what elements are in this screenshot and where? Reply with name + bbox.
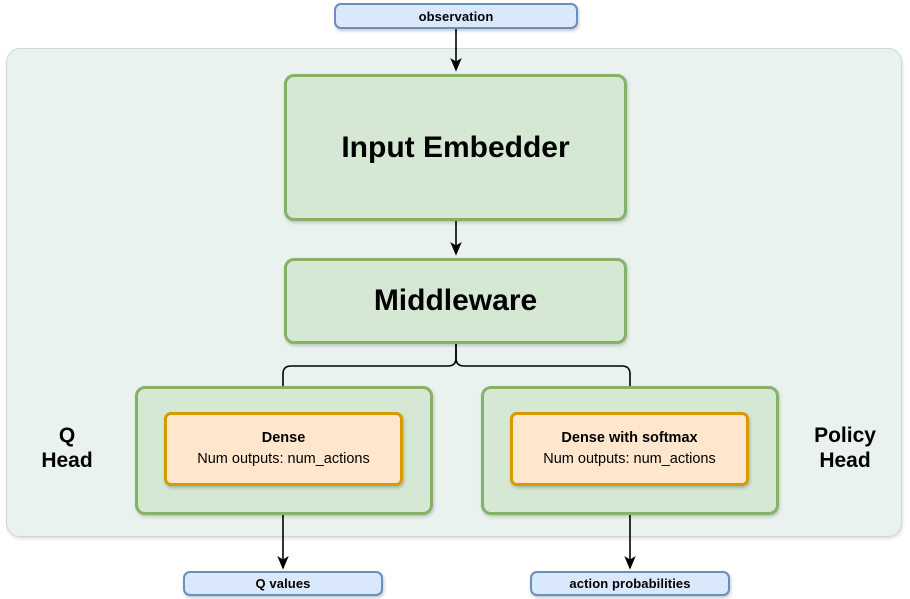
- policy-head-side-label-line2: Head: [819, 449, 871, 472]
- q-head-side-label-line2: Head: [41, 449, 93, 472]
- policy-head-side-label: Policy Head: [795, 413, 895, 485]
- node-policy-head-dense[interactable]: Dense with softmax Num outputs: num_acti…: [510, 412, 749, 486]
- node-action-probabilities-label: action probabilities: [569, 576, 691, 591]
- node-policy-head-dense-subtitle: Num outputs: num_actions: [543, 451, 716, 467]
- node-middleware[interactable]: Middleware: [284, 258, 627, 344]
- node-action-probabilities[interactable]: action probabilities: [530, 571, 730, 596]
- node-input-embedder-label: Input Embedder: [341, 130, 570, 164]
- node-q-head-dense-title: Dense: [261, 429, 306, 446]
- node-input-embedder[interactable]: Input Embedder: [284, 74, 627, 221]
- policy-head-side-label-line1: Policy: [814, 424, 876, 448]
- node-q-values-label: Q values: [255, 576, 311, 591]
- node-q-head-dense[interactable]: Dense Num outputs: num_actions: [164, 412, 403, 486]
- node-observation-label: observation: [418, 8, 494, 24]
- node-q-values[interactable]: Q values: [183, 571, 383, 596]
- node-observation[interactable]: observation: [334, 3, 578, 29]
- node-q-head-dense-subtitle: Num outputs: num_actions: [197, 451, 370, 467]
- node-policy-head-dense-title: Dense with softmax: [561, 429, 698, 446]
- q-head-side-label: Q Head: [18, 413, 116, 485]
- q-head-side-label-line1: Q: [58, 424, 76, 448]
- node-middleware-label: Middleware: [373, 284, 538, 317]
